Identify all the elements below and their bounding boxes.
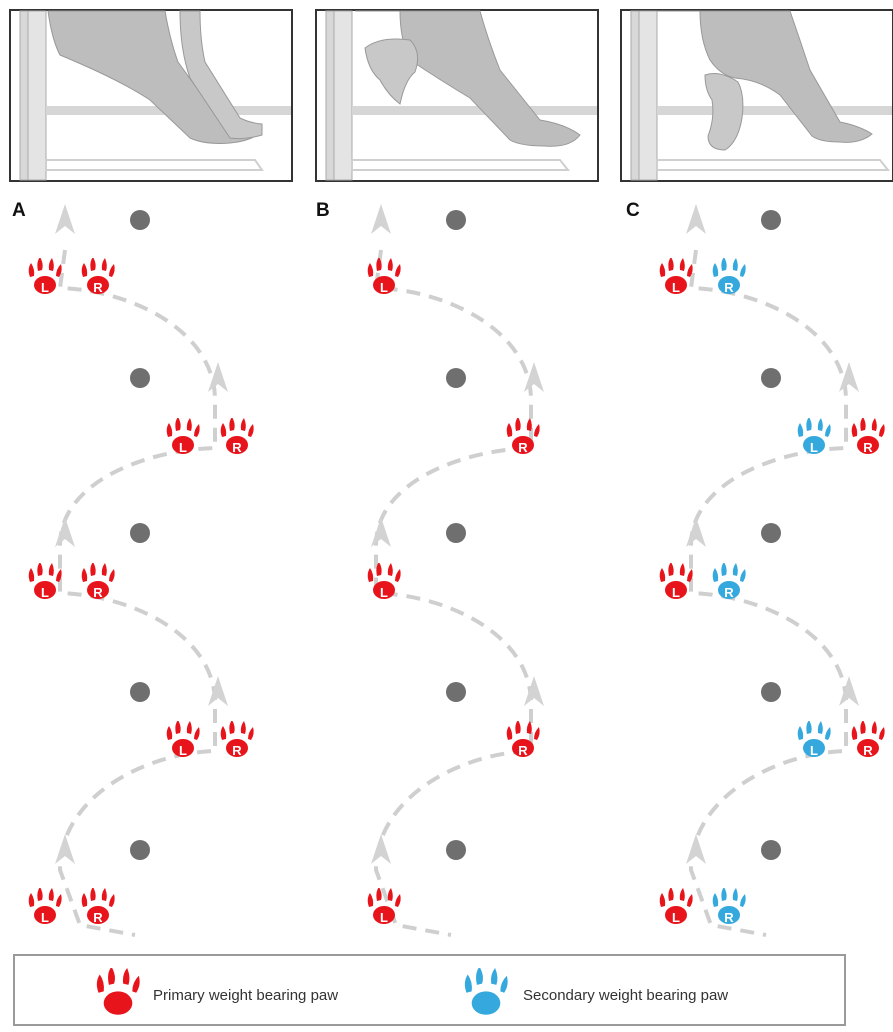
paw-side-label: L	[380, 585, 388, 600]
position-marker	[761, 368, 781, 388]
primary-paw-right-icon: R	[221, 720, 254, 758]
paw-side-label: L	[41, 910, 49, 925]
position-marker	[761, 840, 781, 860]
paw-side-label: L	[179, 440, 187, 455]
direction-arrow-icon	[208, 362, 228, 392]
primary-paw-right-icon: R	[221, 417, 254, 455]
direction-arrow-icon	[55, 834, 75, 864]
paw-side-label: R	[518, 743, 528, 758]
direction-arrow-icon	[839, 362, 859, 392]
paw-side-label: R	[518, 440, 528, 455]
primary-paw-left-icon: L	[660, 562, 693, 600]
position-marker	[446, 840, 466, 860]
secondary-paw-right-icon: R	[713, 887, 746, 925]
direction-arrow-icon	[371, 834, 391, 864]
paw-side-label: R	[863, 743, 873, 758]
panel-c-letter: C	[626, 200, 640, 222]
direction-arrow-icon	[208, 676, 228, 706]
paw-side-label: L	[41, 280, 49, 295]
primary-paw-right-icon: R	[82, 257, 115, 295]
gait-path-line	[60, 250, 215, 935]
gait-path-line	[691, 250, 846, 935]
panel-a-photo	[10, 10, 292, 181]
direction-arrow-icon	[371, 204, 391, 234]
position-marker	[130, 368, 150, 388]
primary-paw-left-icon: L	[29, 887, 62, 925]
primary-paw-left-icon: L	[167, 417, 200, 455]
paw-side-label: L	[380, 280, 388, 295]
position-marker	[761, 210, 781, 230]
primary-paw-right-icon: R	[852, 720, 885, 758]
gait-paths: L R L R L R L R L R L R L R L L R L R L R L R L R	[29, 204, 885, 935]
primary-paw-left-icon: L	[29, 257, 62, 295]
primary-paw-right-icon: R	[852, 417, 885, 455]
direction-arrow-icon	[524, 362, 544, 392]
paw-side-label: L	[810, 743, 818, 758]
direction-arrow-icon	[55, 517, 75, 547]
paw-side-label: L	[672, 585, 680, 600]
direction-arrow-icon	[524, 676, 544, 706]
legend-primary-label: Primary weight bearing paw	[153, 987, 338, 1004]
direction-arrow-icon	[686, 204, 706, 234]
paw-side-label: R	[232, 440, 242, 455]
paw-side-label: R	[93, 910, 103, 925]
position-marker	[446, 210, 466, 230]
primary-paw-left-icon: L	[29, 562, 62, 600]
paw-side-label: R	[93, 585, 103, 600]
paw-side-label: L	[810, 440, 818, 455]
panel-b-gait: L R L R L	[368, 204, 544, 935]
primary-paw-right-icon: R	[507, 417, 540, 455]
paw-side-label: R	[724, 910, 734, 925]
direction-arrow-icon	[839, 676, 859, 706]
position-marker	[130, 682, 150, 702]
paw-side-label: R	[724, 585, 734, 600]
gait-path-line	[376, 250, 531, 935]
primary-paw-left-icon: L	[660, 257, 693, 295]
position-marker	[446, 368, 466, 388]
secondary-paw-right-icon: R	[713, 257, 746, 295]
panel-c-gait: L R L R L R L R L R	[660, 204, 885, 935]
panel-a-gait: L R L R L R L R L R	[29, 204, 254, 935]
panel-c-photo	[621, 10, 893, 181]
paw-side-label: R	[232, 743, 242, 758]
panel-b-letter: B	[316, 200, 330, 222]
position-marker	[761, 523, 781, 543]
paw-side-label: R	[724, 280, 734, 295]
direction-arrow-icon	[686, 517, 706, 547]
legend-secondary-label: Secondary weight bearing paw	[523, 987, 728, 1004]
direction-arrow-icon	[686, 834, 706, 864]
paw-side-label: L	[672, 910, 680, 925]
paw-side-label: R	[863, 440, 873, 455]
position-marker	[130, 523, 150, 543]
position-marker	[130, 210, 150, 230]
primary-paw-left-icon: L	[167, 720, 200, 758]
position-marker	[446, 682, 466, 702]
panel-b-photo	[316, 10, 598, 181]
primary-paw-right-icon: R	[82, 887, 115, 925]
paw-side-label: L	[41, 585, 49, 600]
primary-paw-right-icon: R	[507, 720, 540, 758]
secondary-paw-right-icon: R	[713, 562, 746, 600]
secondary-paw-left-icon: L	[798, 720, 831, 758]
paw-side-label: R	[93, 280, 103, 295]
direction-arrow-icon	[371, 517, 391, 547]
position-marker	[761, 682, 781, 702]
primary-paw-right-icon: R	[82, 562, 115, 600]
panel-a-letter: A	[12, 200, 26, 222]
direction-arrow-icon	[55, 204, 75, 234]
primary-paw-left-icon: L	[660, 887, 693, 925]
position-marker	[446, 523, 466, 543]
paw-side-label: L	[380, 910, 388, 925]
position-marker	[130, 840, 150, 860]
paw-side-label: L	[179, 743, 187, 758]
secondary-paw-left-icon: L	[798, 417, 831, 455]
paw-side-label: L	[672, 280, 680, 295]
